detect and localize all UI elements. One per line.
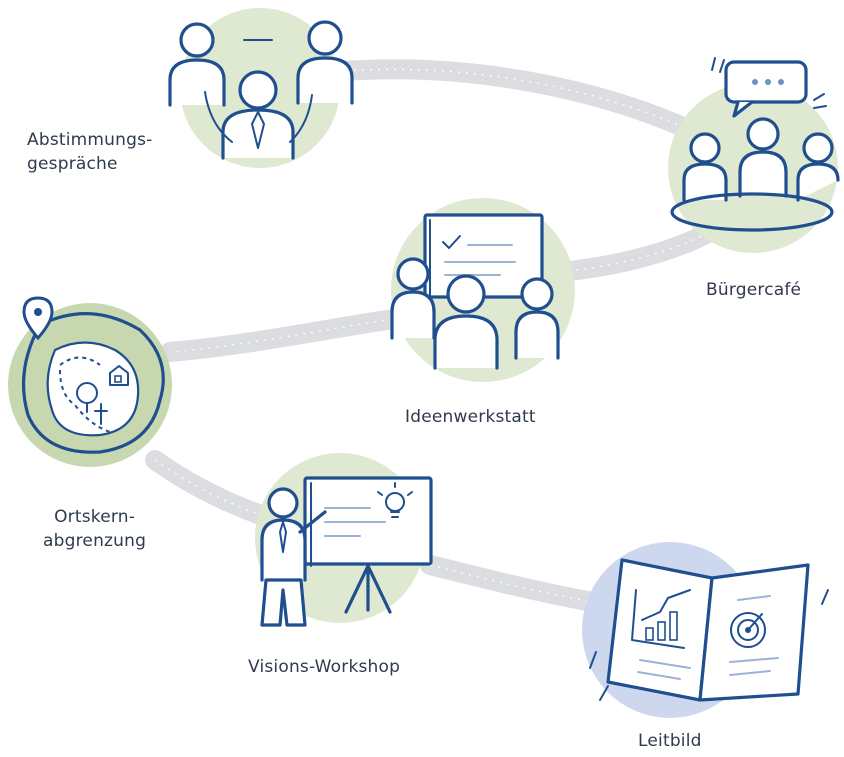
group-discussion-icon: [670, 57, 840, 232]
step-visions-workshop: [255, 453, 433, 627]
label-line-1: Abstimmungs-: [27, 130, 153, 150]
step-ortskernabgrenzung: [8, 296, 172, 467]
label-visions-workshop: Visions-Workshop: [248, 657, 401, 677]
label-leitbild: Leitbild: [638, 731, 702, 751]
step-leitbild: [582, 542, 829, 718]
presenter-board-icon: [260, 476, 433, 627]
label-line-1: Ortskern-: [54, 507, 136, 527]
step-abstimmungsgespraeche: [168, 8, 354, 168]
step-buergercafe: [668, 57, 840, 253]
label-ideenwerkstatt: Ideenwerkstatt: [405, 407, 536, 427]
step-ideenwerkstatt: [390, 198, 575, 382]
label-buergercafe: Bürgercafé: [706, 280, 802, 300]
label-line-2: gespräche: [27, 154, 118, 174]
label-ortskernabgrenzung: Ortskern- abgrenzung: [43, 505, 146, 553]
workshop-board-icon: [390, 213, 560, 370]
location-pin-icon: [22, 296, 54, 341]
open-document-icon: [589, 558, 829, 702]
meeting-people-icon: [168, 20, 354, 160]
label-abstimmungsgespraeche: Abstimmungs- gespräche: [27, 128, 153, 176]
label-line-2: abgrenzung: [43, 531, 147, 551]
village-map-icon: [22, 312, 165, 454]
